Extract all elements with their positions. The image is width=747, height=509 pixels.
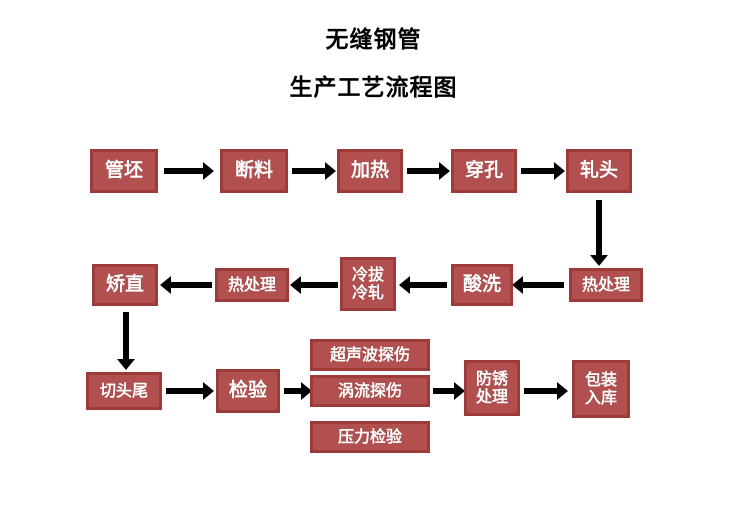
arrow-guanpi-to-duanliao — [164, 162, 214, 180]
arrow-jianyan-to-woliu — [284, 382, 312, 400]
arrow-jiare-to-chuankong — [407, 162, 450, 180]
node-lengba-lengzha[interactable]: 冷拔 冷轧 — [340, 257, 396, 311]
arrow-zhatou-to-rechuli-1 — [590, 200, 608, 266]
node-zhatou[interactable]: 轧头 — [566, 149, 632, 193]
node-qietouwei[interactable]: 切头尾 — [86, 372, 162, 410]
arrow-rechuli1-to-suanxi — [512, 276, 564, 294]
node-rechuli-1[interactable]: 热处理 — [569, 268, 643, 302]
arrow-fangxiu-to-baozhuang — [524, 382, 568, 400]
node-guanpi[interactable]: 管坯 — [90, 149, 158, 193]
node-yali-jianyan[interactable]: 压力检验 — [310, 421, 430, 453]
node-duanliao[interactable]: 断料 — [220, 149, 288, 193]
arrow-woliu-to-fangxiu — [433, 382, 465, 400]
node-jiare[interactable]: 加热 — [337, 149, 403, 193]
page-title-line-1: 无缝钢管 — [325, 27, 422, 53]
node-jiaozhi[interactable]: 矫直 — [92, 264, 158, 306]
arrow-jiaozhi-to-qietouwei — [117, 312, 135, 370]
arrow-lengba-to-rechuli2 — [290, 276, 338, 294]
node-rechuli-2[interactable]: 热处理 — [215, 268, 289, 302]
arrow-suanxi-to-lengba — [399, 276, 447, 294]
arrow-chuankong-to-zhatou — [521, 162, 565, 180]
node-suanxi[interactable]: 酸洗 — [451, 264, 513, 306]
node-fangxiu-chuli[interactable]: 防锈 处理 — [464, 360, 520, 416]
page-title-line-2: 生产工艺流程图 — [289, 75, 458, 101]
node-chuankong[interactable]: 穿孔 — [451, 149, 517, 193]
node-jianyan[interactable]: 检验 — [216, 369, 280, 413]
node-chaoshengbo-tanshang[interactable]: 超声波探伤 — [310, 339, 430, 371]
node-woliu-tanshang[interactable]: 涡流探伤 — [310, 375, 430, 407]
arrow-qietouwei-to-jianyan — [166, 382, 214, 400]
node-baozhuang-ruku[interactable]: 包装 入库 — [572, 360, 630, 418]
arrow-duanliao-to-jiare — [292, 162, 336, 180]
arrow-rechuli2-to-jiaozhi — [160, 276, 212, 294]
